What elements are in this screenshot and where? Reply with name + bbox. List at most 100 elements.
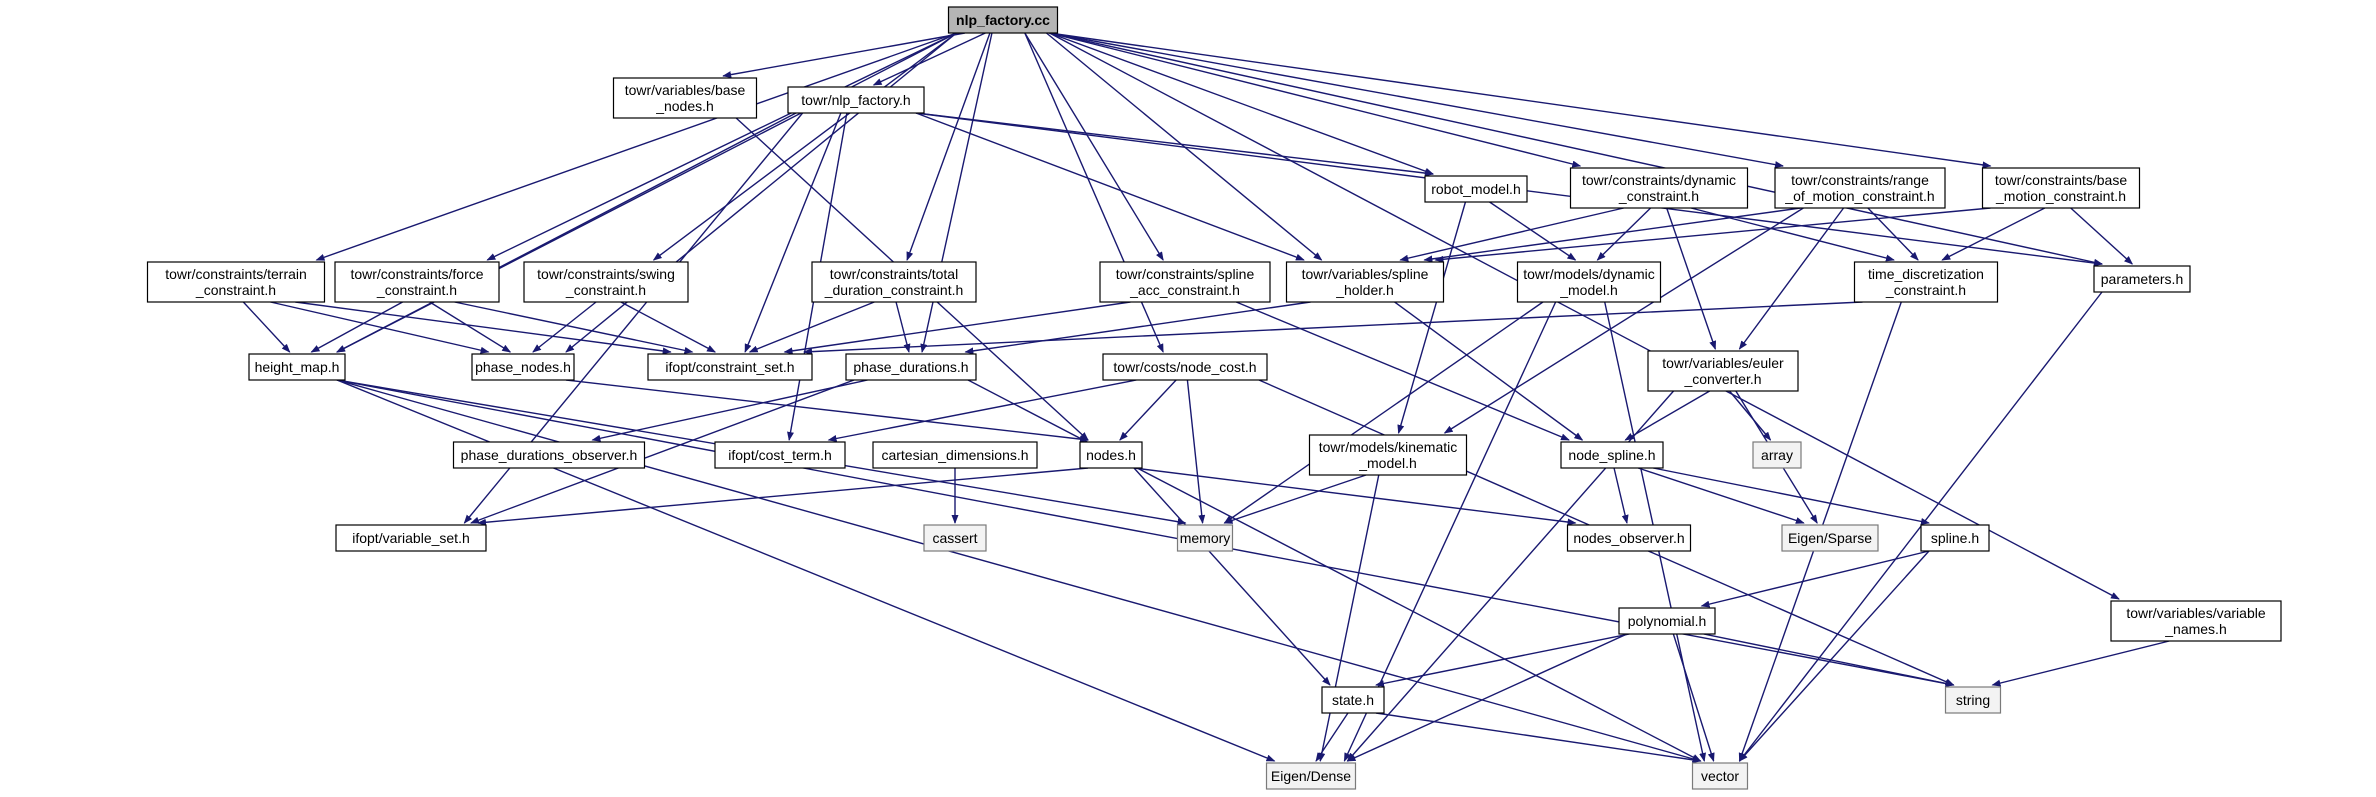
node-label-cartesian_dimensions_h: cartesian_dimensions.h: [881, 447, 1028, 463]
node-force_constraint_h[interactable]: towr/constraints/force_constraint.h: [334, 261, 500, 303]
node-spline_holder_h[interactable]: towr/variables/spline_holder.h: [1285, 261, 1445, 303]
node-nodes_observer_h[interactable]: nodes_observer.h: [1566, 524, 1692, 552]
node-polynomial_h[interactable]: polynomial.h: [1618, 607, 1716, 635]
node-label-dynamic_model_h: towr/models/dynamic_model.h: [1523, 266, 1655, 298]
include-edge-variable_names_h--string: [1991, 640, 2170, 687]
node-label-nlp_factory_cc: nlp_factory.cc: [956, 12, 1050, 28]
include-edge-polynomial_h--eigen_dense: [1346, 633, 1628, 762]
node-label-kinematic_model_h: towr/models/kinematic_model.h: [1319, 439, 1458, 471]
include-edge-nlp_factory_cc--spline_acc_constraint_h: [1024, 32, 1164, 261]
node-vector: vector: [1691, 762, 1749, 790]
include-edge-spline_holder_h--node_spline_h: [1394, 301, 1584, 441]
node-parameters_h[interactable]: parameters.h: [2093, 265, 2191, 293]
node-node_spline_h[interactable]: node_spline.h: [1560, 441, 1664, 469]
node-cost_term_h[interactable]: ifopt/cost_term.h: [714, 441, 846, 469]
include-edge-nlp_factory_cc--nlp_factory_h: [872, 32, 986, 86]
node-cartesian_dimensions_h[interactable]: cartesian_dimensions.h: [872, 441, 1038, 469]
node-phase_durations_observer_h[interactable]: phase_durations_observer.h: [452, 441, 646, 469]
include-edge-nlp_factory_h--spline_holder_h: [915, 112, 1305, 261]
node-label-base_motion_constraint_h: towr/constraints/base_motion_constraint.…: [1995, 172, 2127, 204]
node-node_cost_h[interactable]: towr/costs/node_cost.h: [1102, 353, 1268, 381]
include-edge-state_h--eigen_dense: [1315, 712, 1349, 762]
node-rom_constraint_h[interactable]: towr/constraints/range_of_motion_constra…: [1774, 167, 1946, 209]
node-label-spline_h: spline.h: [1931, 530, 1979, 546]
node-label-constraint_set_h: ifopt/constraint_set.h: [665, 359, 794, 375]
include-edge-kinematic_model_h--eigen_dense: [1318, 474, 1380, 762]
include-edge-nlp_factory_cc--phase_durations_h: [920, 32, 993, 353]
node-label-euler_converter_h: towr/variables/euler_converter.h: [1662, 355, 1784, 387]
include-edge-dynamic_model_h--memory: [1223, 301, 1544, 524]
include-edge-node_spline_h--eigen_sparse: [1637, 467, 1805, 524]
include-edge-spline_acc_constraint_h--node_spline_h: [1235, 301, 1570, 441]
include-edge-nodes_h--state_h: [1133, 467, 1331, 686]
include-edge-height_map_h--string: [336, 379, 1955, 687]
include-edge-polynomial_h--string: [1703, 633, 1955, 687]
node-label-eigen_sparse: Eigen/Sparse: [1788, 530, 1872, 546]
node-label-force_constraint_h: towr/constraints/force_constraint.h: [350, 266, 483, 298]
include-edge-node_cost_h--cost_term_h: [827, 379, 1137, 442]
node-variable_set_h[interactable]: ifopt/variable_set.h: [335, 524, 487, 552]
node-label-cassert: cassert: [932, 530, 977, 546]
node-nodes_h[interactable]: nodes.h: [1079, 441, 1143, 469]
include-edge-nodes_h--variable_set_h: [477, 467, 1089, 526]
include-edge-base_motion_constraint_h--spline_holder_h: [1434, 207, 1991, 263]
include-edge-nlp_factory_cc--terrain_constraint_h: [315, 32, 957, 261]
include-edge-spline_h--vector: [1738, 550, 1930, 762]
include-edge-terrain_constraint_h--phase_nodes_h: [270, 301, 490, 354]
node-terrain_constraint_h[interactable]: towr/constraints/terrain_constraint.h: [146, 261, 326, 303]
node-label-total_duration_constraint_h: towr/constraints/total_duration_constrai…: [824, 266, 964, 298]
node-variable_names_h[interactable]: towr/variables/variable_names.h: [2110, 600, 2282, 642]
node-label-rom_constraint_h: towr/constraints/range_of_motion_constra…: [1784, 172, 1934, 204]
node-dynamic_constraint_h[interactable]: towr/constraints/dynamic_constraint.h: [1569, 167, 1749, 209]
node-base_motion_constraint_h[interactable]: towr/constraints/base_motion_constraint.…: [1981, 167, 2141, 209]
include-edge-swing_constraint_h--constraint_set_h: [620, 301, 717, 353]
node-label-node_cost_h: towr/costs/node_cost.h: [1113, 359, 1256, 375]
node-euler_converter_h[interactable]: towr/variables/euler_converter.h: [1647, 350, 1799, 392]
node-string: string: [1944, 686, 2002, 714]
node-label-nlp_factory_h: towr/nlp_factory.h: [801, 92, 910, 108]
include-edge-spline_h--polynomial_h: [1700, 550, 1930, 608]
node-label-memory: memory: [1180, 530, 1231, 546]
include-edge-total_duration_constraint_h--constraint_set_h: [748, 301, 875, 353]
node-robot_model_h[interactable]: robot_model.h: [1424, 175, 1528, 203]
include-edge-rom_constraint_h--spline_holder_h: [1423, 207, 1801, 263]
include-edge-force_constraint_h--phase_nodes_h: [429, 301, 512, 353]
include-edge-phase_nodes_h--nodes_h: [565, 379, 1089, 443]
include-edge-node_cost_h--memory: [1186, 379, 1206, 524]
node-kinematic_model_h[interactable]: towr/models/kinematic_model.h: [1308, 434, 1468, 476]
include-edge-nlp_factory_cc--base_motion_constraint_h: [1049, 32, 1992, 169]
node-label-phase_durations_h: phase_durations.h: [853, 359, 968, 375]
node-base_nodes_h[interactable]: towr/variables/base_nodes.h: [612, 77, 758, 119]
node-spline_acc_constraint_h[interactable]: towr/constraints/spline_acc_constraint.h: [1099, 261, 1271, 303]
node-phase_durations_h[interactable]: phase_durations.h: [845, 353, 977, 381]
node-label-terrain_constraint_h: towr/constraints/terrain_constraint.h: [165, 266, 307, 298]
node-label-spline_acc_constraint_h: towr/constraints/spline_acc_constraint.h: [1116, 266, 1255, 298]
node-nlp_factory_cc[interactable]: nlp_factory.cc: [947, 6, 1059, 34]
include-edge-spline_acc_constraint_h--constraint_set_h: [783, 301, 1131, 355]
include-edge-total_duration_constraint_h--phase_durations_h: [895, 301, 911, 353]
node-time_discretization_constraint_h[interactable]: time_discretization_constraint.h: [1853, 261, 1999, 303]
node-label-string: string: [1956, 692, 1990, 708]
node-label-spline_holder_h: towr/variables/spline_holder.h: [1302, 266, 1429, 298]
node-label-phase_nodes_h: phase_nodes.h: [475, 359, 571, 375]
include-edge-force_constraint_h--constraint_set_h: [454, 301, 694, 354]
include-edge-nlp_factory_cc--rom_constraint_h: [1049, 32, 1784, 169]
include-edge-phase_durations_h--variable_set_h: [470, 379, 855, 524]
node-label-phase_durations_observer_h: phase_durations_observer.h: [461, 447, 638, 463]
node-swing_constraint_h[interactable]: towr/constraints/swing_constraint.h: [523, 261, 689, 303]
include-edge-height_map_h--vector: [336, 379, 1702, 763]
include-edge-euler_converter_h--node_spline_h: [1624, 390, 1711, 441]
include-edge-nlp_factory_h--height_map_h: [336, 112, 797, 353]
node-dynamic_model_h[interactable]: towr/models/dynamic_model.h: [1516, 261, 1662, 303]
node-total_duration_constraint_h[interactable]: towr/constraints/total_duration_constrai…: [811, 261, 977, 303]
node-constraint_set_h[interactable]: ifopt/constraint_set.h: [647, 353, 813, 381]
node-nlp_factory_h[interactable]: towr/nlp_factory.h: [787, 86, 925, 114]
node-height_map_h[interactable]: height_map.h: [248, 353, 346, 381]
node-cassert: cassert: [923, 524, 987, 552]
node-array: array: [1752, 441, 1802, 469]
node-label-node_spline_h: node_spline.h: [1568, 447, 1655, 463]
node-spline_h[interactable]: spline.h: [1920, 524, 1990, 552]
node-state_h[interactable]: state.h: [1321, 686, 1385, 714]
node-phase_nodes_h[interactable]: phase_nodes.h: [471, 353, 575, 381]
